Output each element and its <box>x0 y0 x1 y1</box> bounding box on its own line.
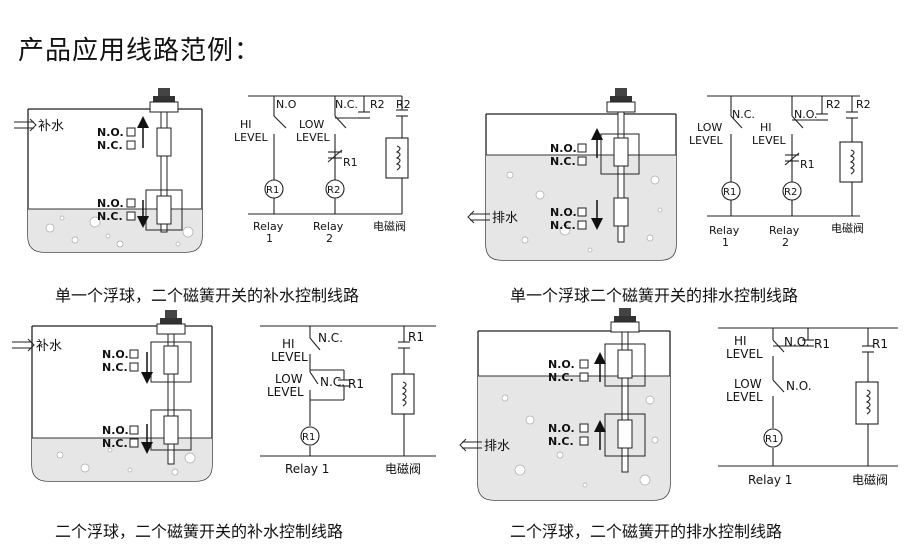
svg-text:N.C.: N.C. <box>102 437 128 450</box>
tank-panel-3: 补水 N.O. N.C. N.O. N.C. <box>12 310 213 482</box>
svg-text:R2: R2 <box>784 187 797 198</box>
caption-panel-1: 单一个浮球，二个磁簧开关的补水控制线路 <box>55 286 360 305</box>
svg-text:LEVEL: LEVEL <box>689 134 724 147</box>
svg-text:Relay 1: Relay 1 <box>285 462 329 476</box>
outflow-arrow-icon <box>467 210 490 224</box>
svg-text:HI: HI <box>760 121 772 134</box>
svg-text:LEVEL: LEVEL <box>271 350 308 364</box>
tank-panel-4: 排水 N.O. N.C. N.O. N.C. <box>459 308 671 501</box>
tank-panel-2: 排水 N.O. N.C. N.O. N.C. <box>467 88 677 261</box>
svg-text:R1: R1 <box>872 337 888 351</box>
svg-text:Relay: Relay <box>769 224 800 237</box>
circuit-labels-1: N.O HI LEVEL N.C. LOW LEVEL R2 R2 R1 R1 … <box>234 98 411 245</box>
switch-bottom-nc: N.C. <box>97 210 123 223</box>
tank-label: 排水 <box>492 211 518 226</box>
circuit-labels-2: N.C. LOW LEVEL N.O. HI LEVEL R2 R2 R1 R1… <box>689 98 871 249</box>
svg-text:1: 1 <box>722 236 729 249</box>
caption-panel-4: 二个浮球，二个磁簧开的排水控制线路 <box>510 522 783 541</box>
svg-text:N.O.: N.O. <box>102 424 129 437</box>
svg-text:R1: R1 <box>723 187 736 198</box>
svg-text:N.C.: N.C. <box>550 219 576 232</box>
svg-text:电磁阀: 电磁阀 <box>373 219 406 233</box>
svg-text:2: 2 <box>326 232 333 245</box>
svg-text:N.O.: N.O. <box>550 142 577 155</box>
caption-panel-3: 二个浮球，二个磁簧开关的补水控制线路 <box>55 522 344 541</box>
svg-text:LEVEL: LEVEL <box>296 131 331 144</box>
page-title: 产品应用线路范例： <box>18 36 262 66</box>
svg-text:R2: R2 <box>327 185 340 196</box>
svg-text:1: 1 <box>266 232 273 245</box>
svg-text:N.C.: N.C. <box>548 435 574 448</box>
bubbles-icon <box>45 215 194 248</box>
svg-text:N.O.: N.O. <box>784 335 810 349</box>
svg-text:LOW: LOW <box>275 372 303 386</box>
svg-text:R1: R1 <box>814 337 830 351</box>
svg-text:HI: HI <box>240 118 252 131</box>
svg-text:N.O.: N.O. <box>102 348 129 361</box>
svg-text:N.C.: N.C. <box>335 98 358 111</box>
circuit-panel-1 <box>248 95 409 215</box>
svg-text:Relay: Relay <box>253 220 284 233</box>
svg-text:R1: R1 <box>800 158 815 171</box>
svg-text:N.O.: N.O. <box>794 108 817 121</box>
svg-text:R1: R1 <box>408 330 424 344</box>
svg-text:LEVEL: LEVEL <box>726 347 763 361</box>
tank-panel-1: 补水 N.O. N.C. N.O. N.C. <box>14 88 203 253</box>
inflow-arrow-icon <box>14 118 37 132</box>
svg-text:Relay: Relay <box>709 224 740 237</box>
circuit-panel-4 <box>718 327 898 467</box>
caption-panel-2: 单一个浮球二个磁簧开关的排水控制线路 <box>510 286 799 305</box>
svg-text:LOW: LOW <box>734 377 762 391</box>
svg-text:R2: R2 <box>856 98 871 111</box>
circuit-panel-3 <box>260 325 436 457</box>
svg-text:HI: HI <box>282 337 295 351</box>
svg-text:R1: R1 <box>348 377 364 391</box>
svg-text:N.O: N.O <box>276 98 297 111</box>
svg-text:R2: R2 <box>396 98 411 111</box>
svg-text:N.C.: N.C. <box>550 155 576 168</box>
svg-text:N.C.: N.C. <box>732 108 755 121</box>
svg-text:R1: R1 <box>302 432 315 443</box>
svg-text:N.C.: N.C. <box>102 361 128 374</box>
switch-bottom-no: N.O. <box>97 197 124 210</box>
svg-text:LEVEL: LEVEL <box>234 131 269 144</box>
svg-text:R2: R2 <box>826 98 841 111</box>
svg-text:Relay: Relay <box>313 220 344 233</box>
tank-label: 补水 <box>36 339 62 354</box>
switch-top-no: N.O. <box>97 126 124 139</box>
float-switch-icon <box>145 88 183 233</box>
float-switch-icon <box>600 88 640 243</box>
circuit-labels-3: N.C. HI LEVEL N.C. LOW LEVEL R1 R1 R1 Re… <box>267 330 424 476</box>
svg-text:LEVEL: LEVEL <box>267 385 304 399</box>
svg-text:N.C.: N.C. <box>548 371 574 384</box>
float-switch-icon <box>150 310 192 465</box>
tank-label: 补水 <box>38 119 64 134</box>
svg-text:N.O.: N.O. <box>548 358 575 371</box>
svg-text:2: 2 <box>782 236 789 249</box>
svg-text:N.O.: N.O. <box>786 379 812 393</box>
svg-text:R2: R2 <box>370 98 385 111</box>
svg-text:电磁阀: 电磁阀 <box>385 461 421 476</box>
float-switch-icon <box>604 308 646 473</box>
svg-text:电磁阀: 电磁阀 <box>852 472 888 487</box>
svg-text:R1: R1 <box>765 434 778 445</box>
svg-text:R1: R1 <box>343 156 358 169</box>
svg-text:Relay 1: Relay 1 <box>748 473 792 487</box>
svg-text:电磁阀: 电磁阀 <box>831 221 864 235</box>
svg-text:R1: R1 <box>266 185 279 196</box>
svg-text:N.C.: N.C. <box>320 375 345 389</box>
svg-text:HI: HI <box>734 334 747 348</box>
circuit-labels-4: N.O. HI LEVEL N.O. LOW LEVEL R1 R1 R1 Re… <box>726 334 888 487</box>
svg-text:LEVEL: LEVEL <box>752 134 787 147</box>
svg-text:LOW: LOW <box>697 121 722 134</box>
svg-text:N.O.: N.O. <box>548 422 575 435</box>
svg-text:LEVEL: LEVEL <box>726 390 763 404</box>
svg-text:N.O.: N.O. <box>550 206 577 219</box>
circuit-panel-2 <box>707 95 863 217</box>
svg-text:N.C.: N.C. <box>318 331 343 345</box>
switch-top-nc: N.C. <box>97 139 123 152</box>
tank-label: 排水 <box>484 439 510 454</box>
svg-text:LOW: LOW <box>299 118 324 131</box>
